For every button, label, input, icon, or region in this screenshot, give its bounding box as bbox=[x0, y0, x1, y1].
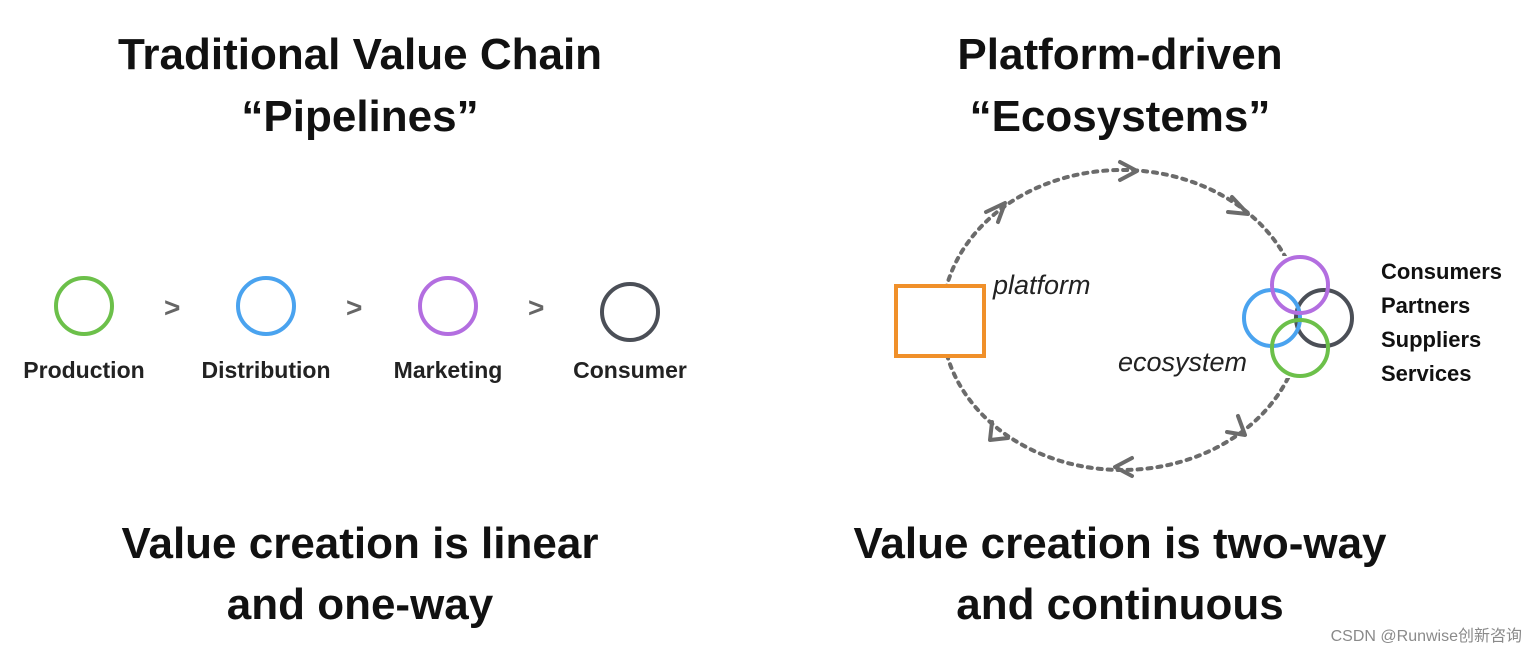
loop-arrow-top-right-icon bbox=[1226, 195, 1250, 216]
watermark: CSDN @Runwise创新咨询 bbox=[1330, 628, 1522, 645]
pipelines-title: Traditional Value Chain “Pipelines” bbox=[60, 24, 660, 148]
marketing-circle bbox=[418, 276, 478, 336]
stage-label-distribution: Distribution bbox=[201, 357, 331, 383]
production-circle bbox=[54, 276, 114, 336]
pipelines-summary-line2: and one-way bbox=[226, 580, 494, 629]
pipelines-title-line1: Traditional Value Chain bbox=[117, 30, 603, 79]
pipelines-summary-line1: Value creation is linear bbox=[121, 519, 599, 568]
ecosystems-title-line2: “Ecosystems” bbox=[969, 92, 1271, 141]
loop-arrow-bottom-left-icon bbox=[988, 420, 1010, 442]
participant-partners: Partners bbox=[1381, 293, 1471, 318]
participant-suppliers: Suppliers bbox=[1381, 327, 1482, 352]
ecosystems-title: Platform-driven “Ecosystems” bbox=[820, 24, 1420, 148]
participant-circle-dark bbox=[1294, 288, 1354, 348]
separator-3: > bbox=[528, 292, 545, 323]
pipeline-circles bbox=[54, 276, 660, 342]
platform-square bbox=[894, 284, 986, 358]
ecosystems-title-line1: Platform-driven bbox=[957, 30, 1283, 79]
ecosystem-label: ecosystem bbox=[1118, 347, 1248, 377]
ecosystems-summary-line1: Value creation is two-way bbox=[853, 519, 1387, 568]
participant-circle-purple bbox=[1270, 255, 1330, 315]
ecosystems-summary: Value creation is two-way and continuous bbox=[800, 513, 1440, 635]
loop-arrow-top-left-icon bbox=[984, 201, 1007, 224]
distribution-circle bbox=[236, 276, 296, 336]
stage-label-consumer: Consumer bbox=[573, 357, 687, 383]
loop-arrow-bottom-right-icon bbox=[1225, 414, 1247, 437]
pipelines-title-line2: “Pipelines” bbox=[241, 92, 479, 141]
stage-label-production: Production bbox=[23, 357, 145, 383]
participant-consumers: Consumers bbox=[1381, 259, 1503, 284]
separator-1: > bbox=[164, 292, 181, 323]
ecosystems-summary-line2: and continuous bbox=[956, 580, 1284, 629]
platform-label: platform bbox=[993, 270, 1091, 300]
consumer-circle bbox=[600, 282, 660, 342]
participant-circle-green bbox=[1270, 318, 1330, 378]
participant-list: Consumers Partners Suppliers Services bbox=[1381, 255, 1502, 391]
stage-label-marketing: Marketing bbox=[393, 357, 503, 383]
pipelines-summary: Value creation is linear and one-way bbox=[40, 513, 680, 635]
separator-2: > bbox=[346, 292, 363, 323]
loop-arrow-bottom-icon bbox=[1113, 456, 1134, 478]
participant-services: Services bbox=[1381, 361, 1472, 386]
loop-arrow-top-icon bbox=[1118, 160, 1139, 182]
